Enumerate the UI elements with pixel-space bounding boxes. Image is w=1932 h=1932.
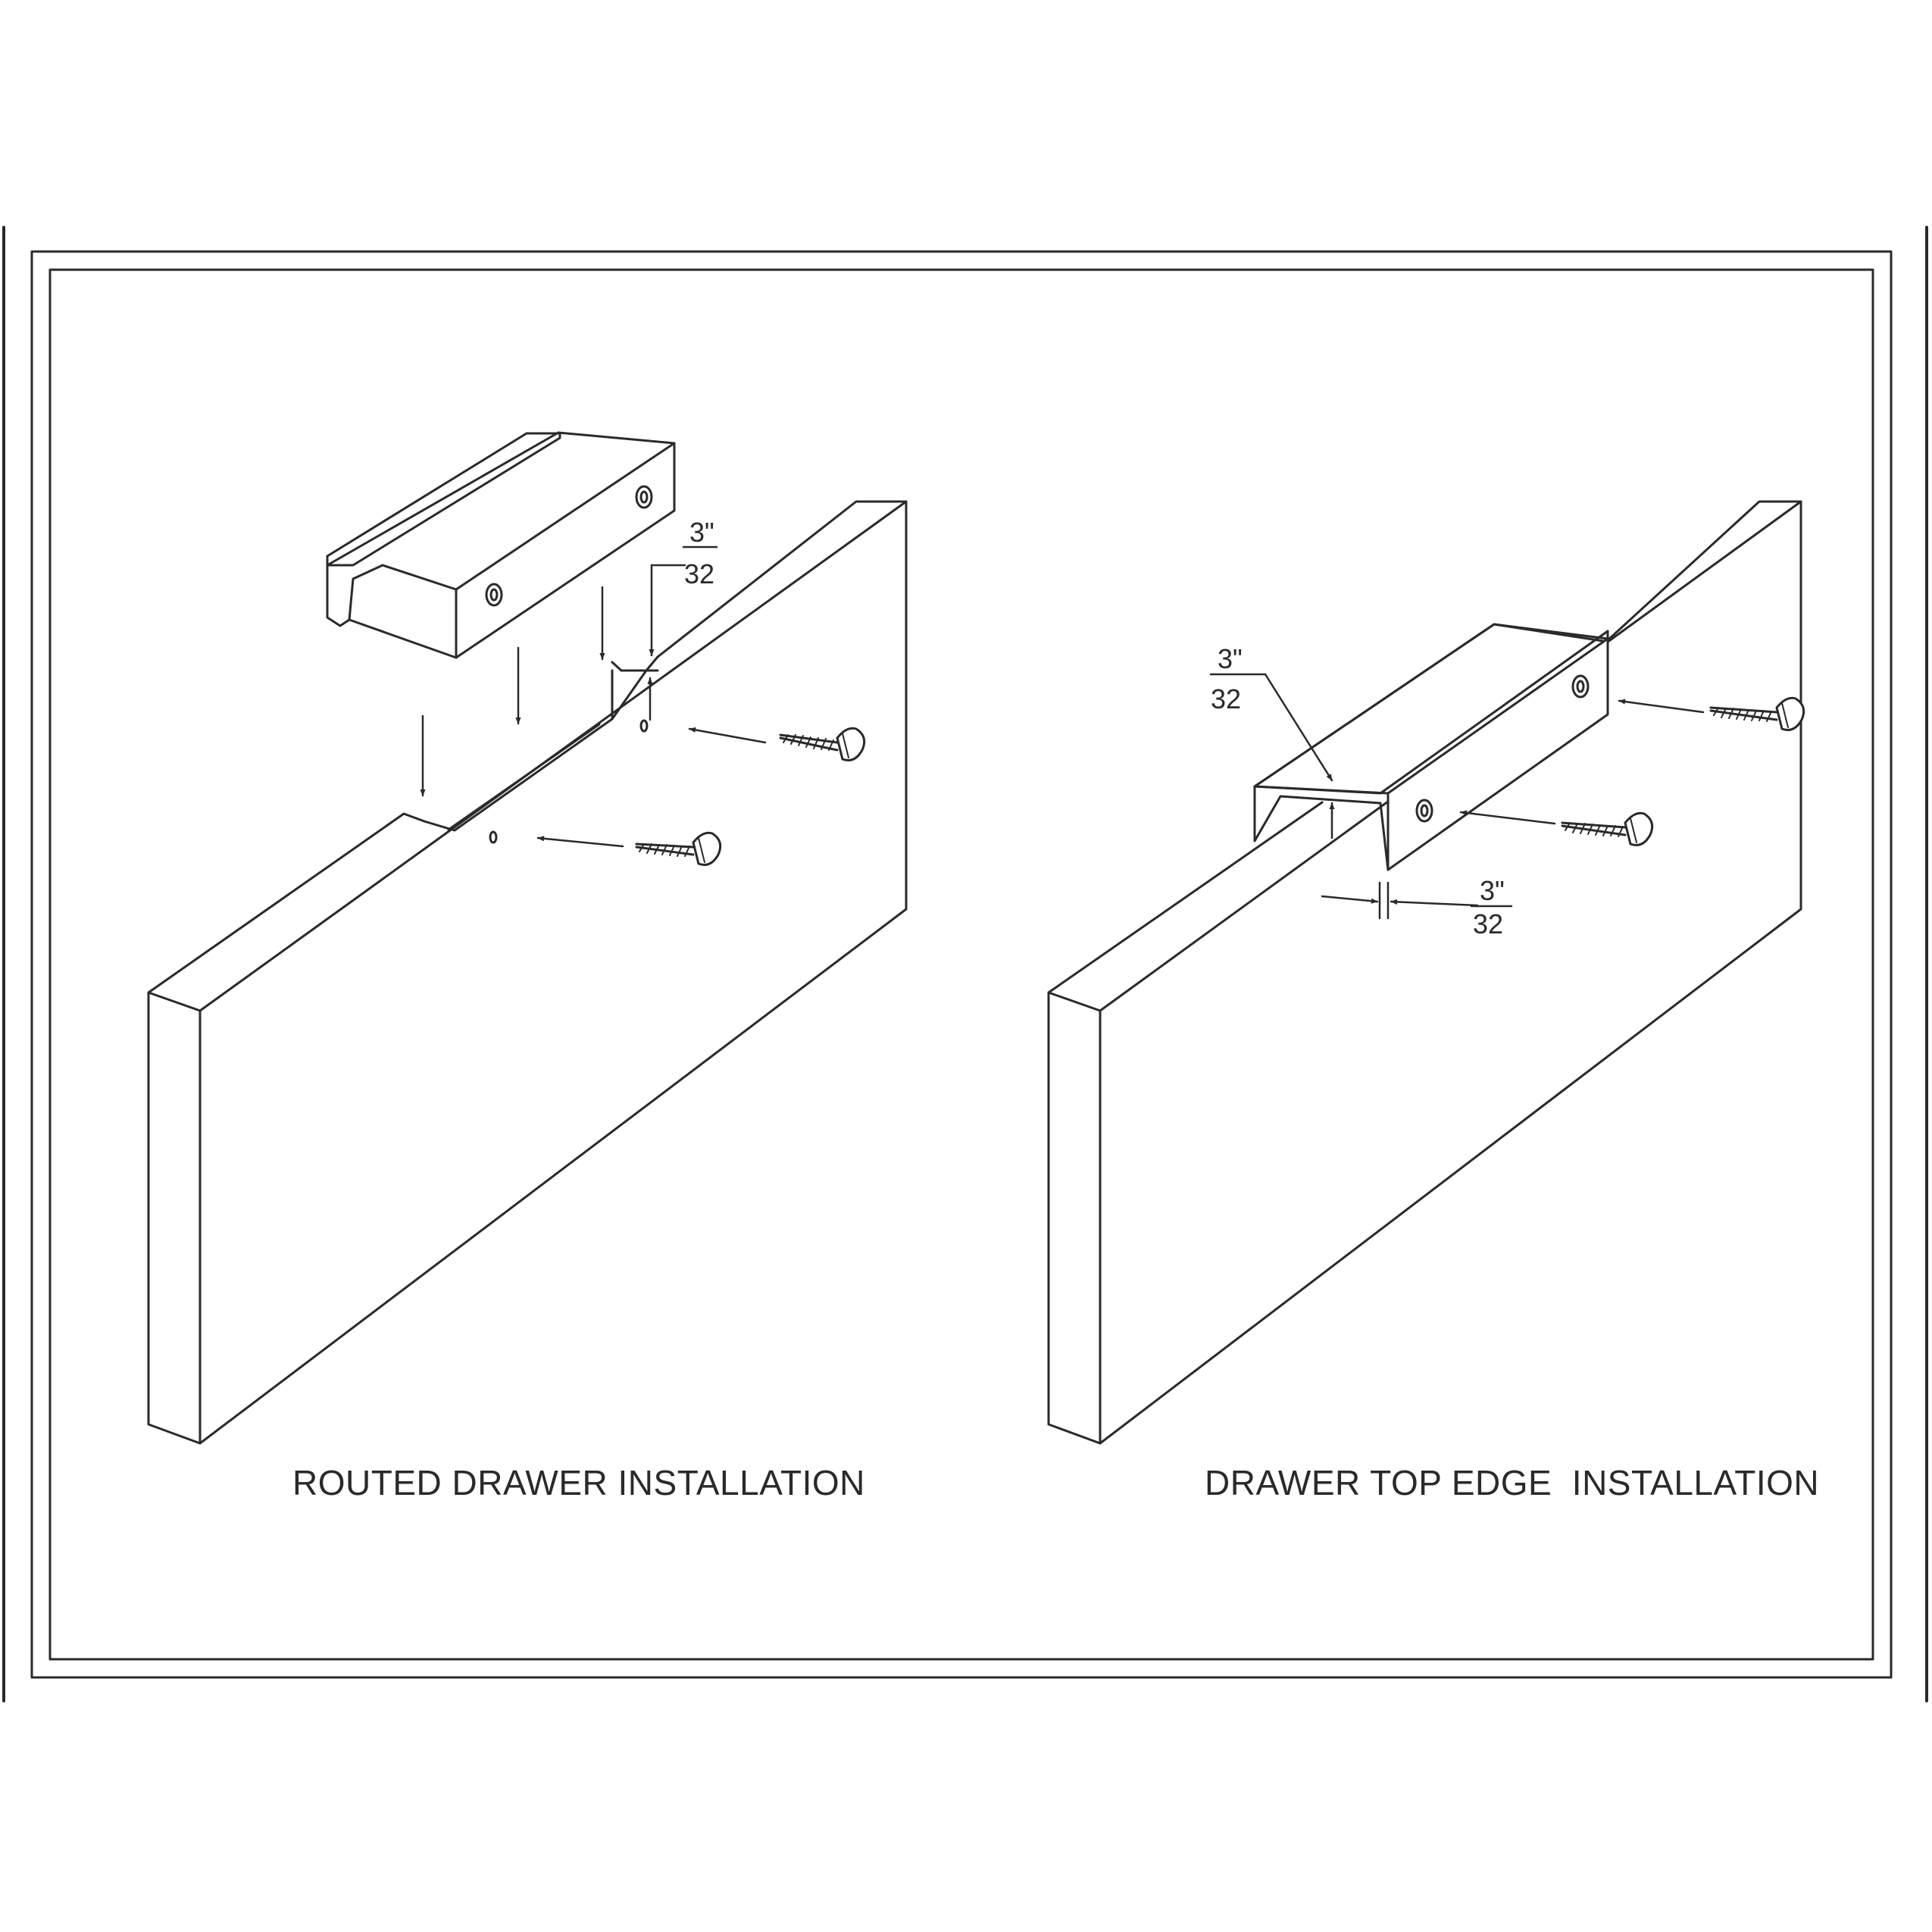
- left-screw-lower: [635, 831, 722, 866]
- right-screw-arrow-upper: [1618, 699, 1705, 714]
- left-caption: ROUTED DRAWER INSTALLATION: [292, 1463, 865, 1502]
- right-dimension-side-denominator: 32: [1473, 908, 1503, 939]
- right-handle: [1253, 623, 1609, 871]
- right-handle-hole-front: [1415, 799, 1433, 823]
- left-screw-upper: [779, 727, 866, 761]
- right-dimension-top-denominator: 32: [1211, 683, 1241, 714]
- left-handle-hole-front: [485, 583, 503, 607]
- right-dimension-side-callout: [1321, 881, 1513, 920]
- right-caption: DRAWER TOP EDGE INSTALLATION: [1205, 1463, 1820, 1502]
- right-screw-lower: [1561, 811, 1654, 846]
- right-dimension-top-label: 3" 32: [1211, 643, 1243, 714]
- left-screw-arrow-lower: [536, 836, 624, 848]
- right-dimension-side-label: 3" 32: [1473, 875, 1505, 939]
- left-drawer-panel: [147, 500, 908, 1445]
- right-screw-arrow-lower: [1459, 810, 1556, 825]
- right-screw-upper: [1709, 696, 1805, 731]
- left-handle-hole-rear: [635, 485, 653, 509]
- left-dimension-numerator: 3": [689, 517, 714, 548]
- left-dimension-label: 3" 32: [684, 517, 714, 589]
- left-dimension-callout: [647, 546, 718, 721]
- left-screw-hole-lower: [489, 830, 498, 844]
- right-handle-hole-rear: [1571, 674, 1590, 699]
- right-dimension-side-numerator: 3": [1480, 875, 1505, 906]
- inner-border: [48, 268, 1874, 1661]
- right-dimension-top-callout: [1209, 673, 1335, 839]
- left-handle: [326, 431, 676, 659]
- right-drawer-panel: [1047, 500, 1802, 1445]
- left-dimension-denominator: 32: [684, 558, 714, 589]
- left-screw-arrow-upper: [688, 727, 767, 744]
- left-screw-hole-upper: [639, 719, 649, 733]
- outer-border: [30, 250, 1893, 1679]
- right-dimension-top-numerator: 3": [1218, 643, 1243, 674]
